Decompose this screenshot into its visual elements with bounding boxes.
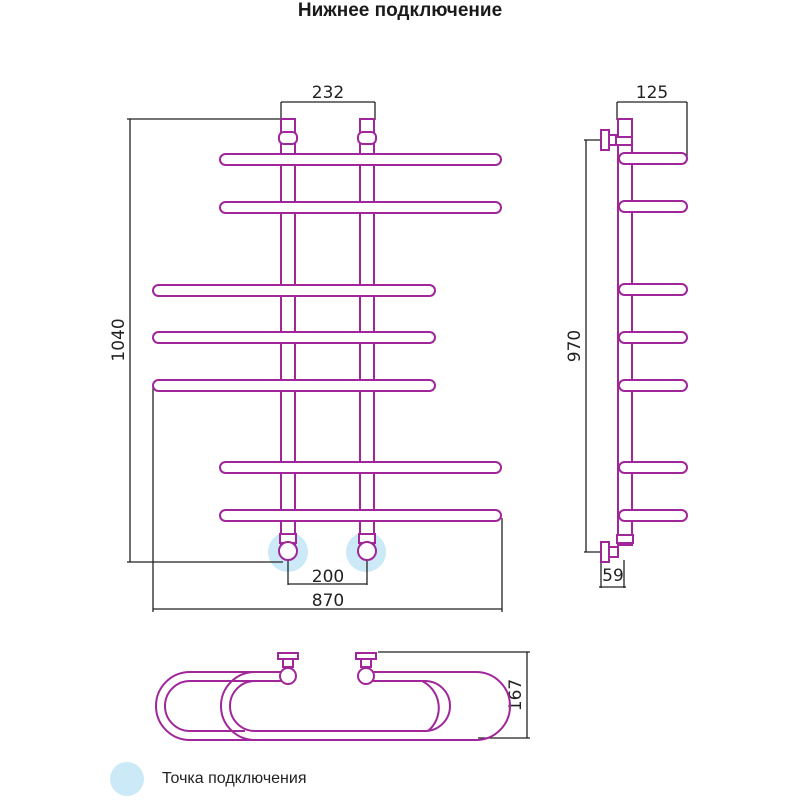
dim-59-label: 59 xyxy=(602,566,624,586)
front-pipes xyxy=(152,118,502,561)
front-dimension-lines xyxy=(127,101,503,612)
dim-970-label: 970 xyxy=(565,330,585,362)
bar-5 xyxy=(152,379,436,392)
side-bar-6 xyxy=(618,461,688,474)
top-view-valve-left-stem xyxy=(282,658,294,668)
front-view: 232 1040 200 870 xyxy=(109,83,503,612)
top-view-valve-left xyxy=(279,667,297,685)
top-fittings xyxy=(277,652,377,685)
top-view-valve-right-stem xyxy=(360,658,372,668)
riser-overlaps xyxy=(280,165,375,202)
inner-loop-right-overlap xyxy=(421,680,440,732)
bar-1 xyxy=(219,153,502,166)
bottom-valve-right xyxy=(357,541,377,561)
outer-loop-left xyxy=(155,671,282,741)
dim-167-label: 167 xyxy=(506,679,526,711)
bar-2 xyxy=(219,201,502,214)
side-pipes xyxy=(600,118,688,563)
top-view-valve-right xyxy=(357,667,375,685)
connection-point-legend-label: Точка подключения xyxy=(162,770,307,787)
side-top-valve-handle xyxy=(600,129,610,151)
page-title: Нижнее подключение xyxy=(297,0,503,21)
side-bar-1 xyxy=(618,152,688,165)
top-view: 167 xyxy=(155,651,530,741)
inner-loop-main xyxy=(229,680,451,732)
dim-1040-label: 1040 xyxy=(109,318,129,361)
side-bar-4 xyxy=(618,331,688,344)
side-bar-7 xyxy=(618,509,688,522)
side-view: 125 970 59 xyxy=(565,83,688,588)
outer-loop-main xyxy=(220,671,511,741)
bar-7 xyxy=(219,509,502,522)
connection-point-legend-icon xyxy=(110,762,144,796)
side-top-nut xyxy=(615,136,633,146)
side-bar-5 xyxy=(618,379,688,392)
top-nut-right xyxy=(357,131,377,145)
side-bar-3 xyxy=(618,283,688,296)
inner-loop-left xyxy=(164,680,282,732)
dim-232-label: 232 xyxy=(312,83,344,103)
side-bottom-valve-stem xyxy=(608,546,619,558)
bar-4 xyxy=(152,331,436,344)
dim-870-label: 870 xyxy=(312,591,344,611)
legend: Точка подключения xyxy=(110,762,306,796)
bar-3 xyxy=(152,284,436,297)
dim-200-label: 200 xyxy=(312,567,344,587)
side-bar-2 xyxy=(618,200,688,213)
bottom-valve-left xyxy=(278,541,298,561)
side-bottom-nut xyxy=(616,534,634,544)
dim-125-label: 125 xyxy=(636,83,668,103)
top-loops xyxy=(155,671,511,741)
side-dimension-lines xyxy=(584,101,688,588)
bar-6 xyxy=(219,461,502,474)
side-bottom-valve-handle xyxy=(600,541,610,563)
top-nut-left xyxy=(278,131,298,145)
